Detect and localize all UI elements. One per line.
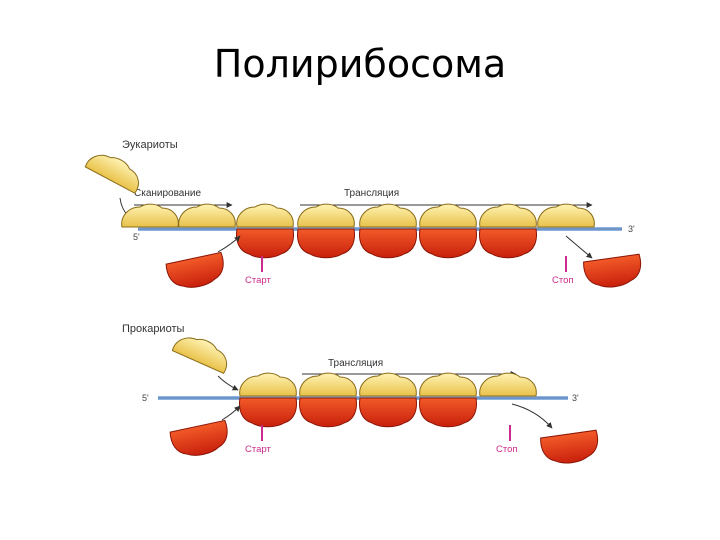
ribosome — [239, 372, 297, 428]
incoming-small-subunit — [84, 146, 147, 194]
ribosome — [479, 203, 537, 259]
eukaryotes-stop-label: Стоп — [552, 275, 574, 286]
eukaryotes-scan-label: Сканирование — [134, 188, 201, 199]
ribosome — [419, 372, 477, 428]
prokaryotes-stop-label: Стоп — [496, 444, 518, 455]
small-subunit-at-stop — [537, 203, 595, 228]
ribosome — [299, 372, 357, 428]
ribosome — [419, 203, 477, 259]
prokaryotes-start-label: Старт — [245, 444, 271, 455]
scanning-small-subunit — [121, 203, 179, 228]
scanning-small-subunit — [178, 203, 236, 228]
joining-large-subunit — [169, 419, 232, 461]
ribosome — [359, 203, 417, 259]
eukaryotes-3prime: 3' — [628, 224, 635, 234]
eukaryotes-translation-label: Трансляция — [344, 188, 399, 199]
ribosome — [297, 203, 355, 259]
prokaryotes-3prime: 3' — [572, 393, 579, 403]
prokaryotes-translation-label: Трансляция — [328, 358, 383, 369]
prokaryotes-heading: Прокариоты — [122, 323, 184, 335]
released-large-subunit — [582, 253, 645, 292]
joining-large-subunit — [165, 251, 228, 293]
ribosome — [359, 372, 417, 428]
released-large-subunit — [539, 429, 602, 468]
slide-title: Полирибосома — [213, 42, 507, 86]
eukaryotes-start-label: Старт — [245, 275, 271, 286]
small-subunit-at-stop — [479, 372, 537, 397]
ribosome — [236, 203, 294, 259]
incoming-small-subunit — [171, 329, 234, 375]
eukaryotes-heading: Эукариоты — [122, 139, 178, 151]
prokaryotes-5prime: 5' — [142, 393, 149, 403]
eukaryotes-5prime: 5' — [133, 232, 140, 242]
